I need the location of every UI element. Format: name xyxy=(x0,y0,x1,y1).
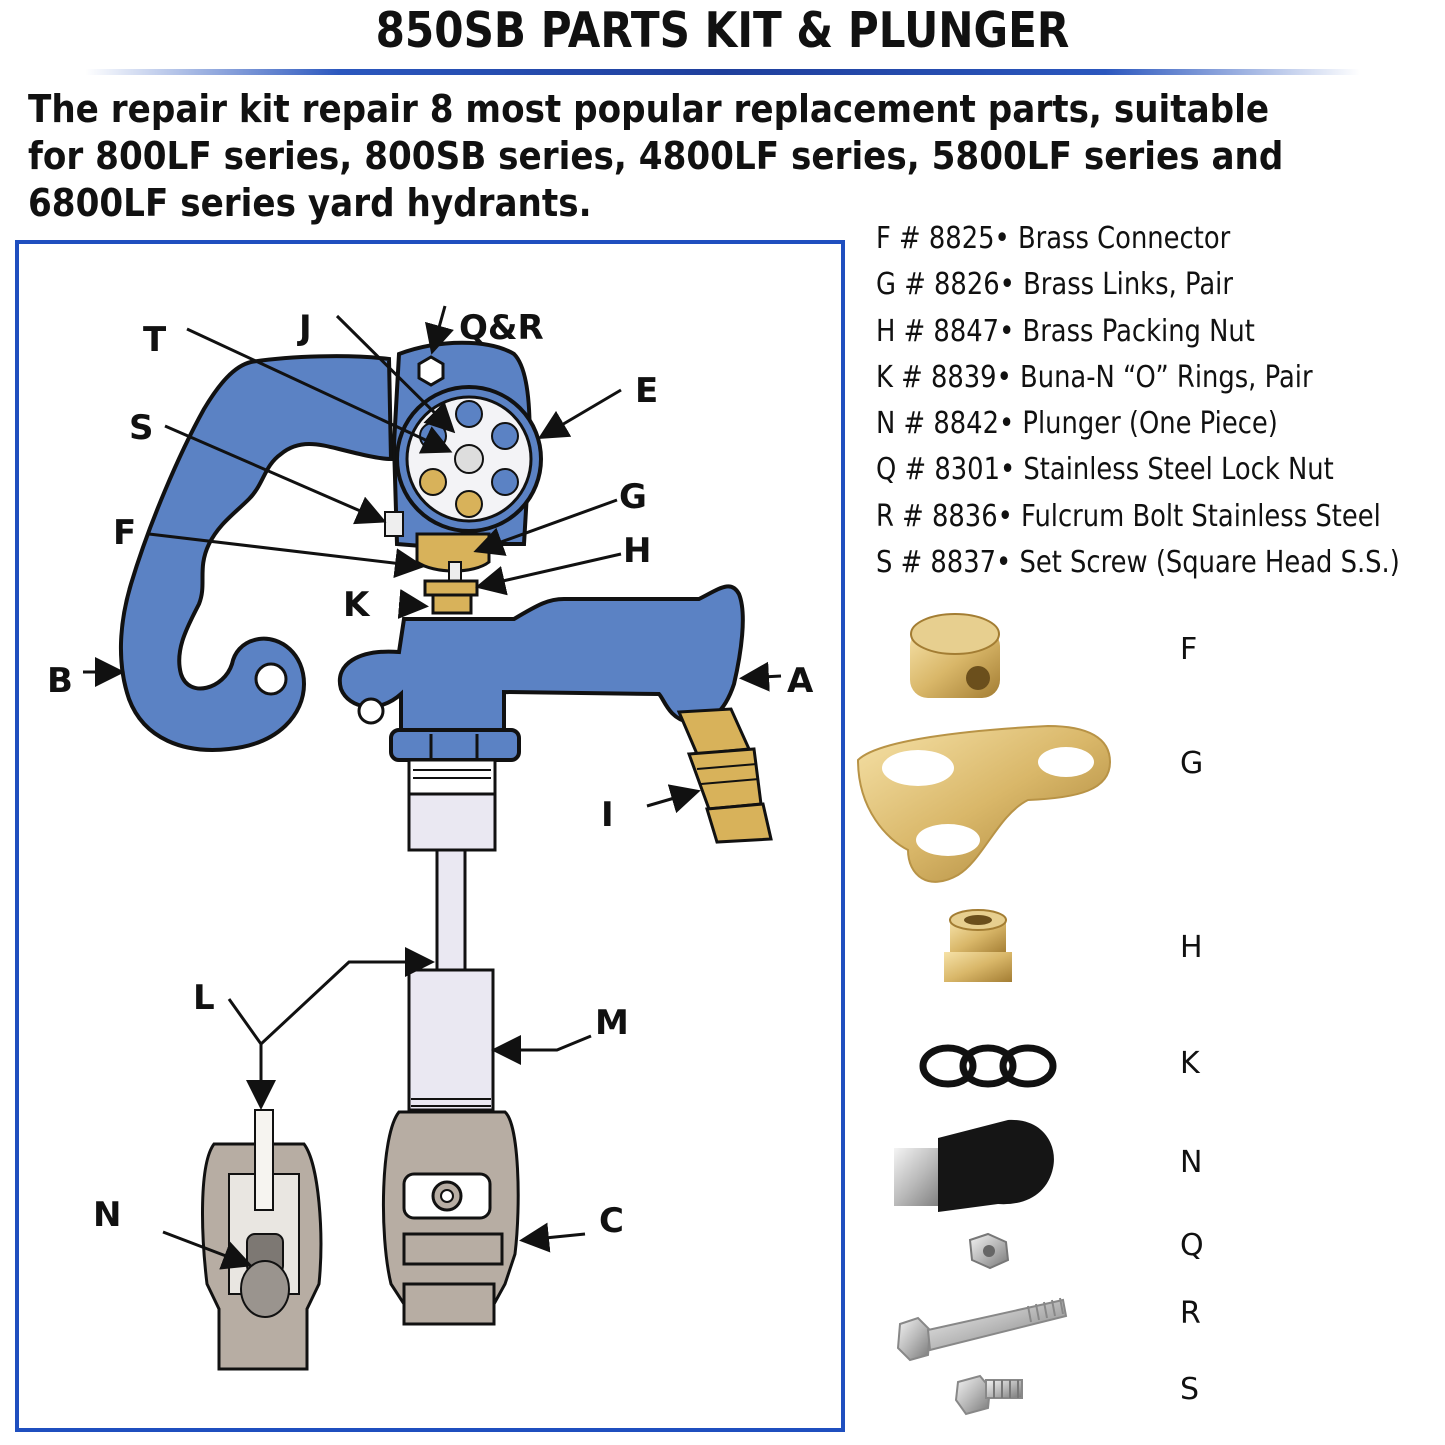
label-n: N xyxy=(93,1195,121,1235)
label-m: M xyxy=(595,1003,629,1043)
base-nut xyxy=(389,728,521,762)
parts-list-item: K # 8839• Buna-N “O” Rings, Pair xyxy=(876,359,1313,395)
photo-label-q: Q xyxy=(1180,1228,1204,1263)
packing-nut-h xyxy=(423,579,479,597)
packing-nut-photo xyxy=(944,909,1012,982)
label-k: K xyxy=(343,585,371,625)
label-c: C xyxy=(599,1201,624,1241)
label-b: B xyxy=(47,661,73,701)
parts-list-item: H # 8847• Brass Packing Nut xyxy=(876,313,1255,349)
label-h: H xyxy=(623,531,651,571)
set-screw-photo xyxy=(954,1374,1023,1416)
parts-list-item: S # 8837• Set Screw (Square Head S.S.) xyxy=(876,545,1400,581)
photo-label-k: K xyxy=(1180,1046,1200,1081)
o-rings-photo xyxy=(919,1044,1057,1088)
label-a: A xyxy=(787,661,814,701)
intro-text: The repair kit repair 8 most popular rep… xyxy=(28,87,1284,225)
hydrant-diagram: T J Q&R E S G F H K B A I L M N C xyxy=(47,305,814,1371)
title-divider xyxy=(85,69,1360,75)
parts-list: F # 8825• Brass Connector G # 8826• Bras… xyxy=(876,216,1400,586)
photo-label-s: S xyxy=(1180,1372,1200,1407)
nozzle-i xyxy=(676,707,773,844)
lock-nut-q xyxy=(417,355,445,387)
label-i: I xyxy=(601,795,614,835)
parts-list-item: Q # 8301• Stainless Steel Lock Nut xyxy=(876,452,1334,488)
brass-links-photo xyxy=(856,724,1112,883)
operating-rod-l xyxy=(435,848,467,972)
standpipe-m xyxy=(407,968,495,1112)
photo-label-g: G xyxy=(1180,746,1204,781)
photo-label-n: N xyxy=(1180,1145,1203,1180)
photo-label-f: F xyxy=(1180,632,1198,667)
photo-label-r: R xyxy=(1180,1296,1201,1331)
parts-list-item: N # 8842• Plunger (One Piece) xyxy=(876,406,1278,442)
label-e: E xyxy=(635,371,658,411)
brass-connector-photo xyxy=(910,613,1000,698)
parts-list-item: G # 8826• Brass Links, Pair xyxy=(876,267,1233,303)
label-g: G xyxy=(619,477,647,517)
plunger-photo xyxy=(894,1119,1054,1212)
o-rings-k xyxy=(431,593,473,615)
parts-list-item: R # 8836• Fulcrum Bolt Stainless Steel xyxy=(876,498,1381,534)
parts-photo-column: F G H K N Q R S xyxy=(848,600,1445,1445)
label-f: F xyxy=(113,513,136,553)
parts-photos xyxy=(856,613,1112,1416)
label-l: L xyxy=(193,978,215,1018)
set-screw-s xyxy=(384,511,404,537)
fulcrum-bolt-photo xyxy=(896,1297,1068,1362)
hydrant-diagram-frame: T J Q&R E S G F H K B A I L M N C xyxy=(15,240,845,1432)
label-s: S xyxy=(129,408,154,448)
cutaway-valve-n xyxy=(201,1109,323,1371)
body-mount-hole xyxy=(357,697,385,725)
parts-list-item: F # 8825• Brass Connector xyxy=(876,221,1231,256)
label-t: T xyxy=(143,320,167,360)
label-j: J xyxy=(297,308,312,348)
label-q-r: Q&R xyxy=(459,308,544,348)
hydrant-handle-arm xyxy=(118,354,394,752)
page-title: 850SB PARTS KIT & PLUNGER xyxy=(375,2,1070,59)
valve-wheel xyxy=(395,385,543,533)
handle-hole xyxy=(254,662,288,696)
photo-label-h: H xyxy=(1180,930,1203,965)
